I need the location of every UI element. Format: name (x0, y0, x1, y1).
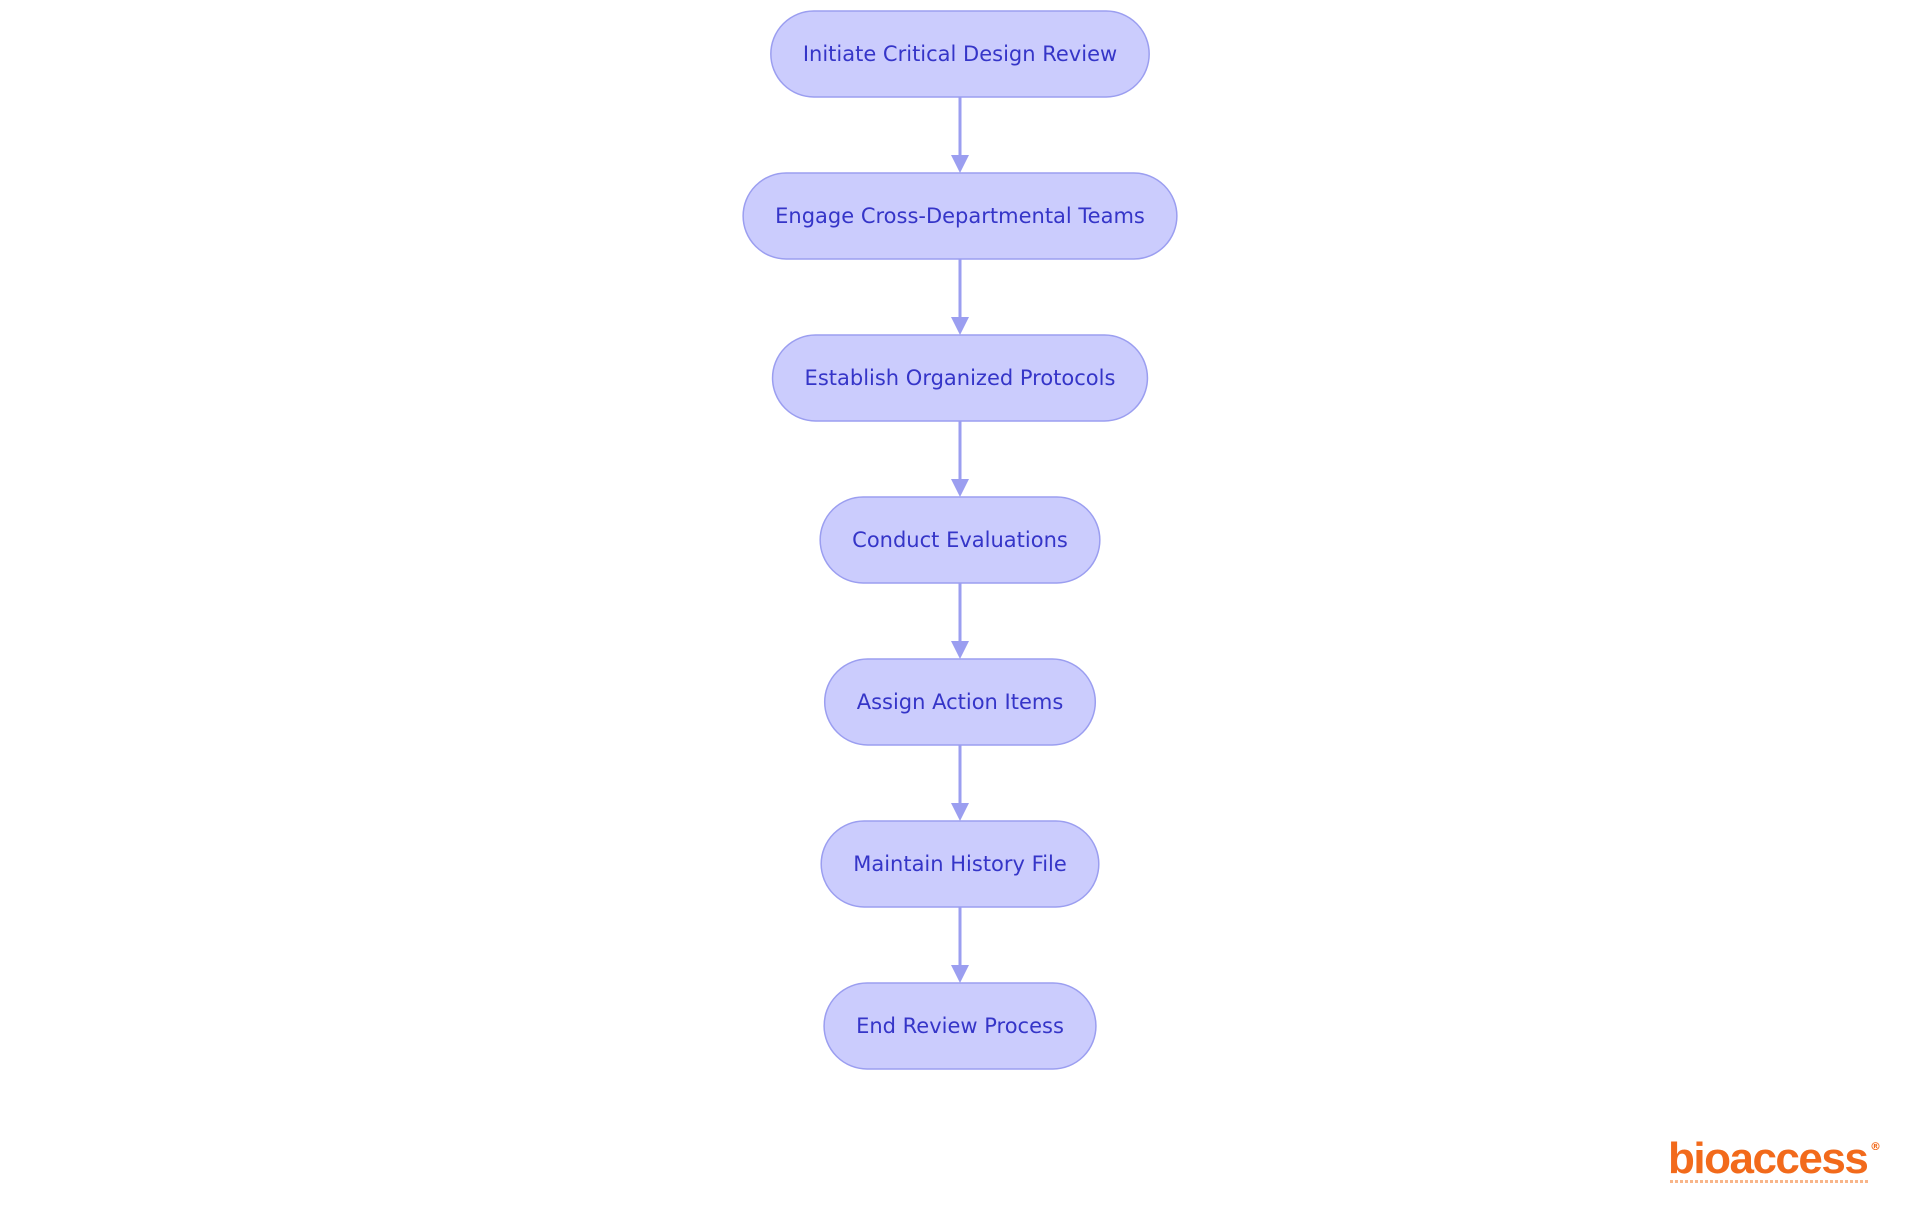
flow-node-shape (742, 172, 1178, 260)
flow-node-shape (819, 496, 1101, 584)
arrowhead-icon (951, 155, 969, 173)
arrowhead-icon (951, 803, 969, 821)
flow-node-label: Maintain History File (853, 852, 1067, 876)
flow-node-n2: Engage Cross-Departmental Teams (742, 172, 1178, 260)
flow-node-label: Conduct Evaluations (852, 528, 1068, 552)
flow-edge-n1-n2 (951, 97, 969, 173)
flow-node-label: Establish Organized Protocols (805, 366, 1116, 390)
flow-edge-n2-n3 (951, 259, 969, 335)
bioaccess-logo: bioaccess ® (1668, 1136, 1888, 1192)
flow-node-shape (771, 334, 1149, 422)
flow-edge-n6-n7 (951, 907, 969, 983)
arrowhead-icon (951, 317, 969, 335)
registered-mark: ® (1870, 1140, 1881, 1153)
flow-node-n6: Maintain History File (820, 820, 1100, 908)
flow-node-shape (770, 10, 1150, 98)
flow-node-n7: End Review Process (823, 982, 1097, 1070)
flow-node-shape (823, 982, 1097, 1070)
flow-node-label: Assign Action Items (857, 690, 1064, 714)
flow-node-n5: Assign Action Items (823, 658, 1097, 746)
flow-node-n3: Establish Organized Protocols (771, 334, 1149, 422)
flow-edge-n5-n6 (951, 745, 969, 821)
flow-node-label: Engage Cross-Departmental Teams (775, 204, 1145, 228)
flow-node-shape (820, 820, 1100, 908)
flow-edge-n4-n5 (951, 583, 969, 659)
flow-node-label: Initiate Critical Design Review (803, 42, 1117, 66)
flow-node-shape (823, 658, 1097, 746)
logo-wordmark: bioaccess (1668, 1134, 1869, 1183)
flow-node-label: End Review Process (856, 1014, 1064, 1038)
arrowhead-icon (951, 965, 969, 983)
arrowhead-icon (951, 641, 969, 659)
arrowhead-icon (951, 479, 969, 497)
edges-layer (951, 97, 969, 983)
flow-edge-n3-n4 (951, 421, 969, 497)
logo-tagline-graphic (1670, 1180, 1870, 1183)
flow-node-n1: Initiate Critical Design Review (770, 10, 1150, 98)
flow-node-n4: Conduct Evaluations (819, 496, 1101, 584)
